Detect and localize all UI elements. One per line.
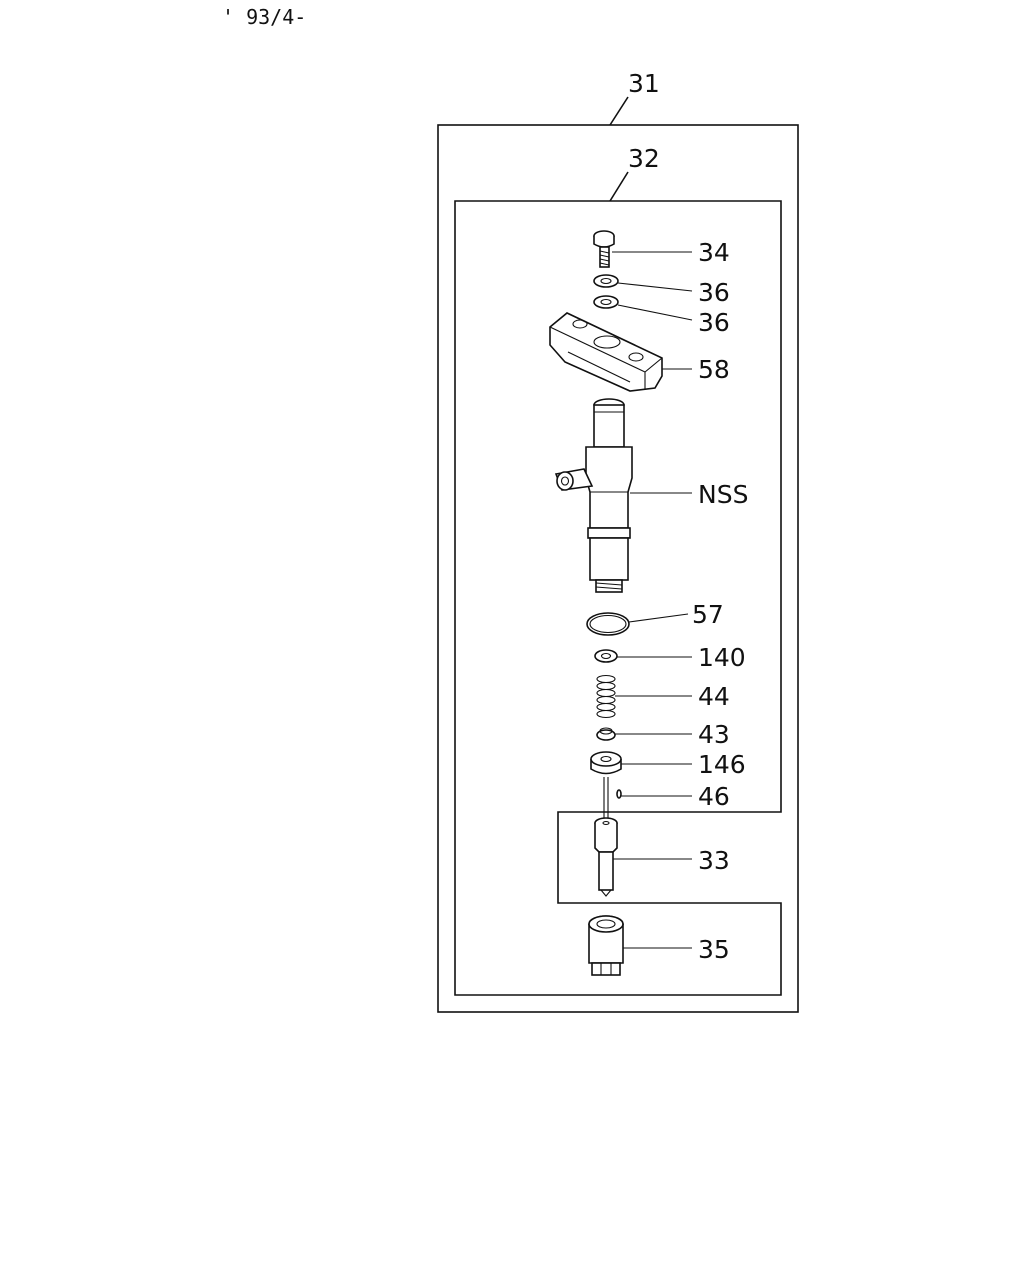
o-ring-part	[586, 612, 630, 636]
shim-part	[594, 649, 618, 663]
clamp-part	[549, 312, 663, 392]
spring-seat-part	[596, 727, 616, 741]
callout-57[interactable]: 57	[692, 600, 724, 629]
callout-35[interactable]: 35	[698, 935, 730, 964]
washer-upper-part	[593, 274, 619, 288]
callout-nss[interactable]: NSS	[698, 480, 748, 509]
callout-44[interactable]: 44	[698, 682, 730, 711]
leader-57	[628, 613, 689, 623]
callout-58[interactable]: 58	[698, 355, 730, 384]
bolt-part	[593, 230, 615, 268]
leader-36b	[617, 304, 693, 321]
leader-32	[609, 171, 629, 202]
leader-31	[609, 96, 629, 126]
nozzle-part	[594, 777, 618, 897]
date-code: ' 93/4-	[222, 5, 306, 29]
retaining-nut-part	[588, 915, 624, 976]
spacer-part	[590, 751, 622, 775]
callout-32[interactable]: 32	[628, 144, 660, 173]
callout-36b[interactable]: 36	[698, 308, 730, 337]
callout-43[interactable]: 43	[698, 720, 730, 749]
callout-33[interactable]: 33	[698, 846, 730, 875]
callout-140[interactable]: 140	[698, 643, 746, 672]
washer-lower-part	[593, 295, 619, 309]
callout-46[interactable]: 46	[698, 782, 730, 811]
pin-part	[616, 789, 622, 799]
injector-body-part	[554, 398, 633, 593]
assembly-frame-31	[437, 124, 799, 1013]
leader-36a	[617, 282, 693, 292]
callout-31[interactable]: 31	[628, 69, 660, 98]
sub-assembly-frame-32	[454, 200, 782, 996]
callout-146[interactable]: 146	[698, 750, 746, 779]
callout-36a[interactable]: 36	[698, 278, 730, 307]
callout-34[interactable]: 34	[698, 238, 730, 267]
spring-part	[596, 674, 616, 719]
